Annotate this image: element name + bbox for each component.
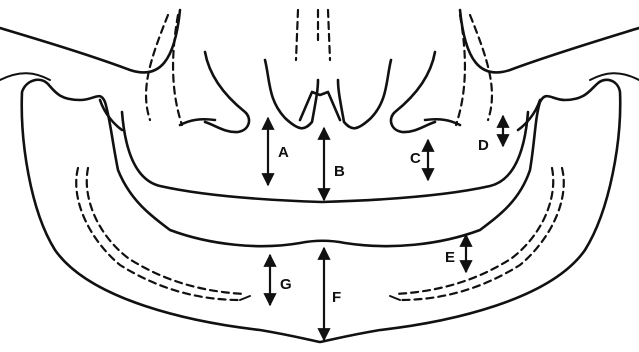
label-g: G (280, 276, 292, 293)
measurement-labels: A B C D E F G (278, 137, 489, 306)
maxilla-outline (0, 10, 639, 80)
label-d: D (478, 137, 489, 154)
label-f: F (332, 289, 341, 306)
label-a: A (278, 144, 289, 161)
label-e: E (445, 249, 455, 266)
label-b: B (334, 163, 345, 180)
alveolar-crest (100, 100, 540, 202)
mandibular-canal (76, 168, 564, 300)
nasal-structures (180, 52, 460, 132)
dashed-vertical-lines (146, 10, 492, 125)
measurement-arrows (268, 116, 503, 340)
label-c: C (410, 150, 421, 167)
